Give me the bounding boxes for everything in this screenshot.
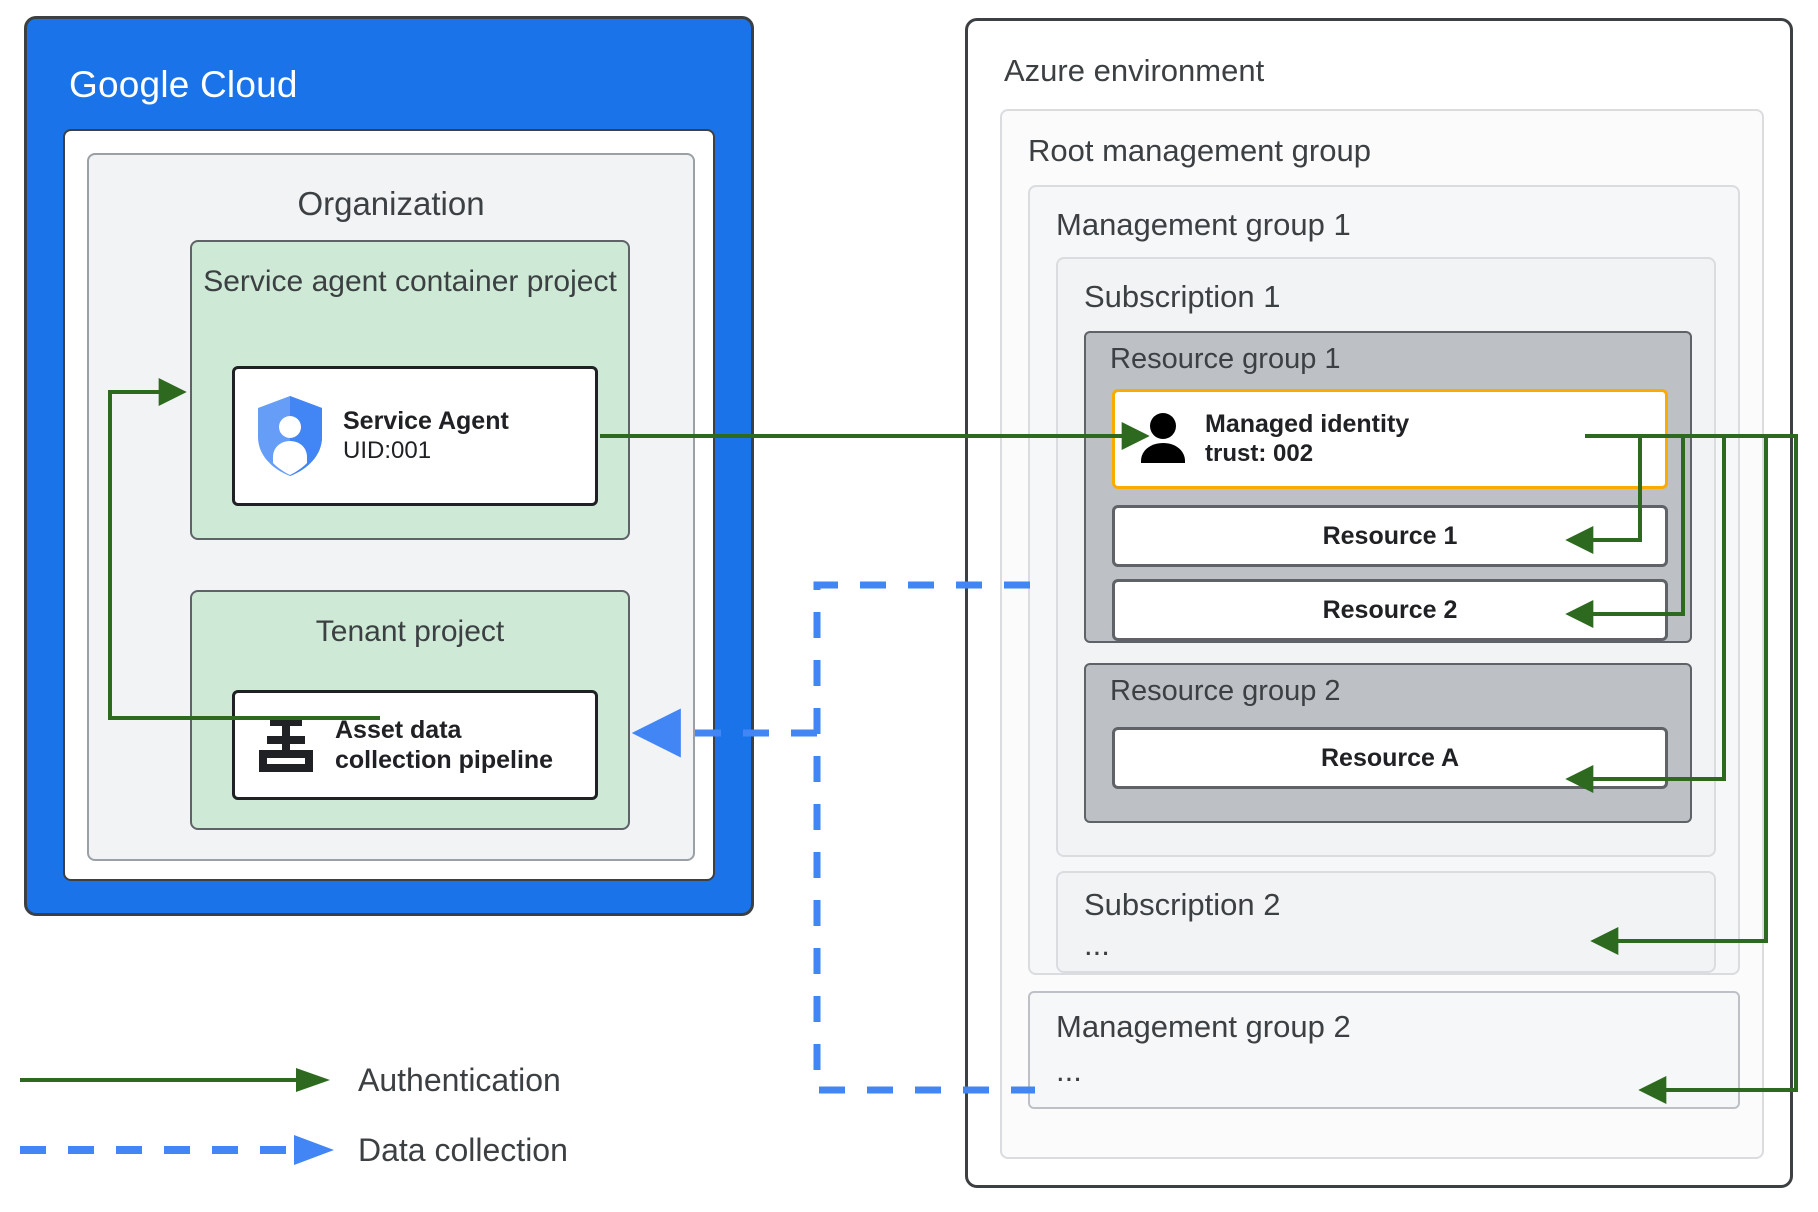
management-group-2-ellipsis: ... (1056, 1053, 1082, 1088)
pipeline-card-text: Asset data collection pipeline (335, 715, 553, 775)
management-group-2-title: Management group 2 (1056, 1009, 1351, 1044)
legend-item-data-collection: Data collection (18, 1130, 568, 1170)
organization-title: Organization (297, 185, 485, 222)
subscription-1: Subscription 1 Resource group 1 Managed … (1056, 257, 1716, 857)
resource-group-1-title: Resource group 1 (1110, 343, 1341, 375)
azure-environment-title: Azure environment (1004, 53, 1265, 88)
service-agent-uid: UID:001 (343, 437, 432, 464)
management-group-1: Management group 1 Subscription 1 Resour… (1028, 185, 1740, 975)
resource-group-1: Resource group 1 Managed identity trust:… (1084, 331, 1692, 643)
resource-group-2: Resource group 2 Resource A (1084, 663, 1692, 823)
resource-2: Resource 2 (1112, 579, 1668, 641)
managed-identity-trust: trust: 002 (1205, 440, 1314, 467)
management-group-2: Management group 2 ... (1028, 991, 1740, 1109)
legend-authentication-label: Authentication (358, 1061, 561, 1098)
pipeline-line-2: collection pipeline (335, 746, 554, 774)
legend-data-collection-label: Data collection (358, 1131, 568, 1168)
resource-a: Resource A (1112, 727, 1668, 789)
subscription-2: Subscription 2 ... (1056, 871, 1716, 973)
data-collection-line-icon (20, 1135, 334, 1165)
subscription-2-title: Subscription 2 (1084, 887, 1281, 922)
service-agent-project-title: Service agent container project (203, 265, 617, 298)
subscription-1-title: Subscription 1 (1084, 279, 1281, 314)
legend-item-authentication: Authentication (18, 1060, 561, 1100)
shield-person-icon (258, 396, 322, 476)
legend: Authentication Data collection (18, 1060, 658, 1200)
service-agent-title: Service Agent (343, 407, 509, 435)
google-cloud-logo: Google Cloud (69, 64, 298, 106)
root-management-group: Root management group Management group 1… (1000, 109, 1764, 1159)
root-management-group-title: Root management group (1028, 133, 1371, 168)
tenant-project-title: Tenant project (315, 615, 505, 648)
managed-identity-title: Managed identity (1205, 410, 1410, 438)
pipeline-valve-icon (259, 718, 313, 772)
managed-identity-text: Managed identity trust: 002 (1205, 409, 1409, 469)
logo-cloud-text: Cloud (200, 64, 298, 105)
asset-data-collection-pipeline-card: Asset data collection pipeline (232, 690, 598, 800)
managed-identity-card: Managed identity trust: 002 (1112, 389, 1668, 489)
service-agent-card-text: Service Agent UID:001 (343, 406, 509, 466)
pipeline-line-1: Asset data (335, 716, 462, 744)
management-group-1-title: Management group 1 (1056, 207, 1351, 242)
person-icon (1141, 413, 1185, 463)
logo-google-text: Google (69, 64, 190, 105)
resource-group-2-title: Resource group 2 (1110, 675, 1341, 707)
authentication-line-icon (20, 1068, 330, 1092)
resource-1: Resource 1 (1112, 505, 1668, 567)
service-agent-card: Service Agent UID:001 (232, 366, 598, 506)
subscription-2-ellipsis: ... (1084, 927, 1110, 962)
azure-environment-panel: Azure environment Root management group … (965, 18, 1793, 1188)
